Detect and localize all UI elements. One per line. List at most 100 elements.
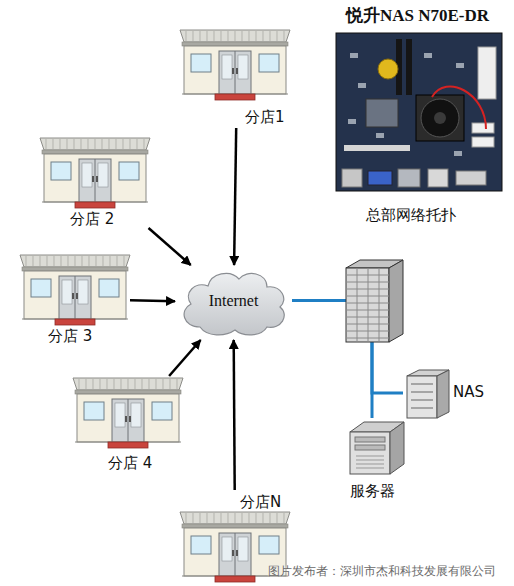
roof-stripe — [270, 31, 271, 41]
nas-node: NAS — [403, 364, 493, 422]
roof-band — [75, 390, 181, 394]
roof-stripe — [242, 513, 243, 523]
sata-port — [472, 137, 494, 147]
door-split — [235, 533, 236, 576]
shop-window — [259, 536, 279, 554]
roof-stripe — [214, 31, 215, 41]
node-label: 分店 4 — [108, 454, 152, 472]
power-connector — [478, 47, 496, 99]
server-side — [390, 422, 404, 474]
door-glass — [238, 55, 248, 79]
shop-door — [219, 533, 251, 576]
roof-stripe — [177, 379, 178, 389]
roof-stripe — [102, 139, 103, 149]
tower-grid — [346, 296, 389, 297]
door-handle — [76, 293, 78, 299]
shop-node: 分店 2 — [38, 136, 154, 228]
door-split — [95, 159, 96, 202]
shop-node: 分店 4 — [71, 376, 183, 472]
shop-base — [182, 94, 288, 95]
roof-stripe — [114, 379, 115, 389]
roof-stripe — [214, 513, 215, 523]
roof-stripe — [96, 256, 97, 266]
drive-bay — [355, 437, 385, 442]
roof-stripe — [135, 379, 136, 389]
roof-stripe — [81, 139, 82, 149]
shop-step — [108, 442, 148, 448]
door-glass — [222, 537, 232, 561]
usb-port — [428, 169, 448, 187]
door-glass — [98, 163, 108, 187]
roof-stripe — [284, 31, 285, 41]
red-wire — [432, 87, 486, 129]
roof-stripe — [117, 256, 118, 266]
door-handle — [92, 176, 94, 182]
server-icon — [348, 420, 408, 476]
roof-stripe — [270, 513, 271, 523]
shop-window — [259, 54, 279, 72]
roof-stripe — [256, 31, 257, 41]
roof-stripe — [53, 139, 54, 149]
roof-stripe — [277, 31, 278, 41]
shop-base — [75, 442, 181, 443]
roof-stripe — [26, 256, 27, 266]
roof-stripe — [144, 139, 145, 149]
internet-arrow — [149, 228, 191, 265]
shop-wall — [24, 271, 126, 319]
smd-part — [350, 53, 358, 58]
tower-grid — [346, 324, 389, 325]
node-label: 分店1 — [245, 108, 285, 126]
roof-stripe — [249, 31, 250, 41]
vga-port — [368, 171, 392, 185]
roof-stripe — [109, 139, 110, 149]
nas-front — [407, 376, 437, 418]
door-glass — [78, 280, 88, 304]
tower-grid — [346, 282, 389, 283]
door-handle — [232, 550, 234, 556]
server-front — [350, 432, 390, 474]
internet-arrow — [234, 340, 235, 490]
nas-icon — [405, 368, 453, 420]
smd-part — [456, 63, 464, 68]
tower-grid — [346, 303, 389, 304]
node-label: 服务器 — [350, 482, 395, 500]
door-split — [235, 51, 236, 94]
smd-part — [376, 133, 384, 138]
usb-port — [342, 169, 362, 187]
shop-door — [79, 159, 111, 202]
door-glass — [62, 280, 72, 304]
door-handle — [129, 416, 131, 422]
drive-bay — [355, 445, 385, 450]
roof-stripe — [186, 513, 187, 523]
shop-building — [73, 378, 183, 450]
door-glass — [222, 55, 232, 79]
shop-window — [51, 162, 71, 180]
node-label: 分店N — [240, 493, 281, 511]
smd-part — [424, 53, 432, 58]
door-glass — [238, 537, 248, 561]
roof-stripe — [103, 256, 104, 266]
shop-roof — [180, 512, 290, 524]
roof-band — [182, 42, 288, 46]
roof-stripe — [88, 139, 89, 149]
roof-stripe — [142, 379, 143, 389]
door-glass — [115, 403, 125, 427]
roof-stripe — [221, 31, 222, 41]
tower-grid — [346, 310, 389, 311]
roof-stripe — [130, 139, 131, 149]
tower-grid — [346, 331, 389, 332]
roof-stripe — [228, 513, 229, 523]
shop-roof — [73, 378, 183, 390]
nas-slot — [411, 408, 433, 409]
shop-step — [75, 202, 115, 208]
roof-stripe — [284, 513, 285, 523]
shop-step — [55, 319, 95, 325]
node-label: NAS — [453, 383, 484, 401]
roof-stripe — [46, 139, 47, 149]
section-heading: 总部网络托扑 — [366, 206, 456, 225]
shop-wall — [44, 154, 146, 202]
shop-door — [219, 51, 251, 94]
node-label: 分店 2 — [70, 210, 114, 228]
tower-grid — [346, 338, 389, 339]
